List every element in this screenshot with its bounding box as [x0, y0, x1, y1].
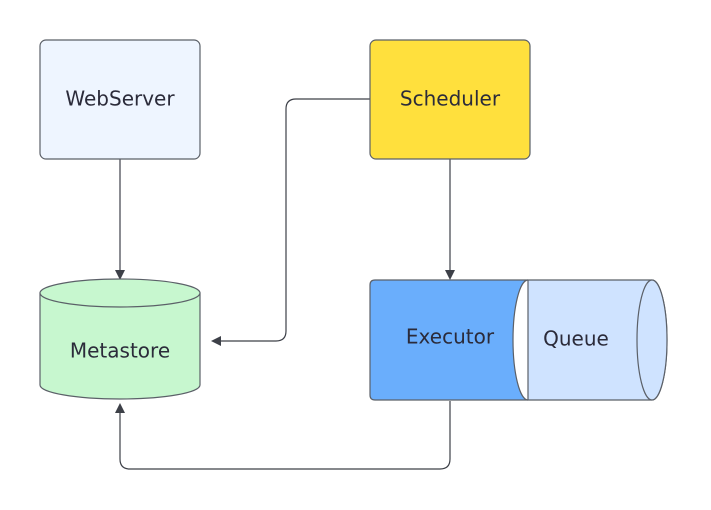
- scheduler-node: Scheduler: [369, 39, 531, 160]
- metastore-node: Metastore: [39, 278, 201, 400]
- executor-box: [369, 279, 529, 401]
- executor-queue-group: Executor Queue: [369, 279, 668, 401]
- scheduler-label: Scheduler: [400, 87, 501, 111]
- scheduler-box: [369, 39, 531, 160]
- metastore-label: Metastore: [70, 339, 170, 363]
- connector-executor-to-metastore: [115, 401, 451, 470]
- connector-scheduler-to-metastore: [211, 98, 370, 346]
- webserver-node: WebServer: [39, 39, 201, 160]
- webserver-label: WebServer: [65, 87, 175, 111]
- metastore-cylinder-top: [39, 278, 201, 308]
- queue-cylinder-end: [636, 279, 668, 401]
- metastore-cylinder-body: [39, 292, 201, 400]
- webserver-box: [39, 39, 201, 160]
- executor-label: Executor: [406, 325, 495, 349]
- queue-label: Queue: [543, 327, 609, 351]
